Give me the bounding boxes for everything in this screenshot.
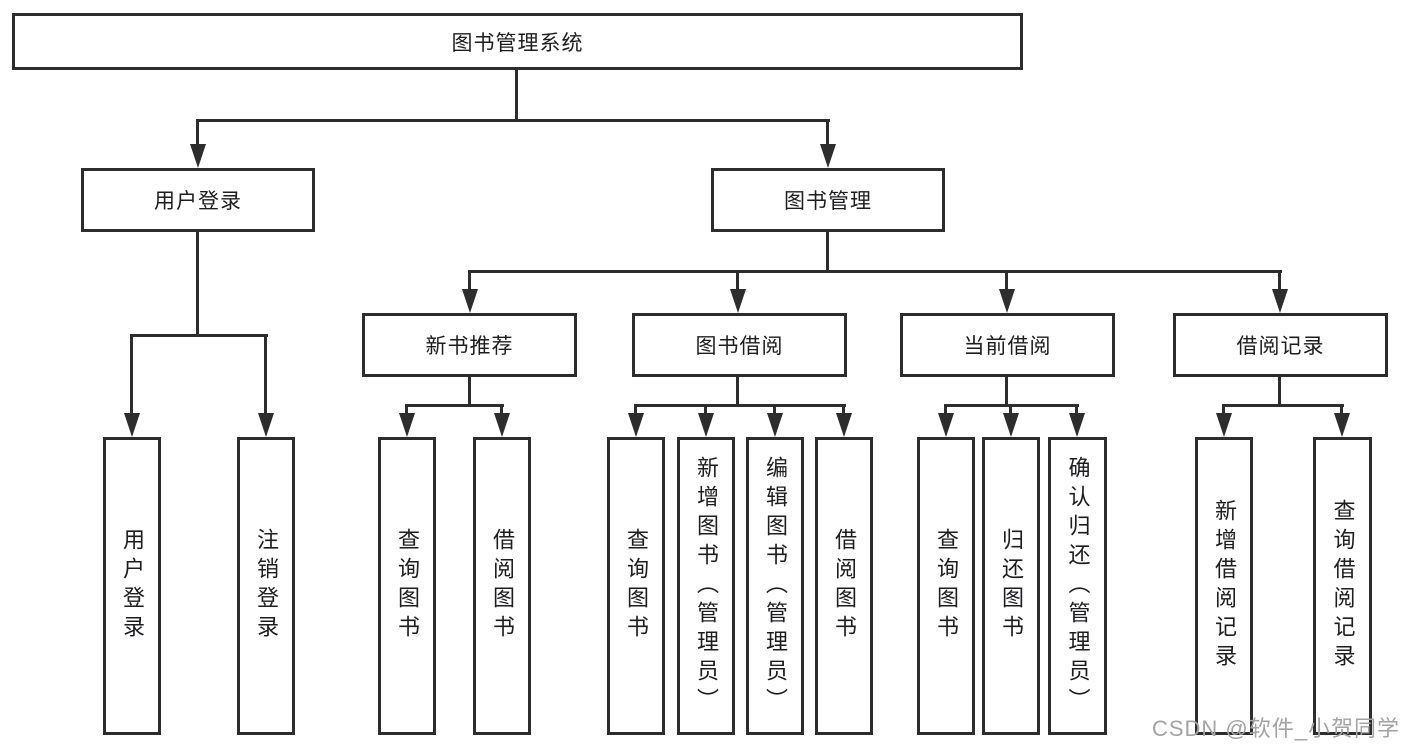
arrowhead-down-icon	[820, 144, 836, 168]
connector-borrowrecord-bus	[1222, 404, 1344, 407]
connector-drop	[773, 404, 776, 418]
connector-drop	[1005, 270, 1008, 292]
connector-bookmgmt-stub	[826, 232, 829, 271]
arrowhead-down-icon	[836, 413, 852, 437]
connector-root-stub	[515, 70, 518, 120]
leaf-query-books-1: 查询图书	[378, 437, 436, 735]
arrowhead-down-icon	[767, 413, 783, 437]
connector-bookborrow-bus	[634, 404, 846, 407]
connector-borrowrecord-stub	[1278, 377, 1281, 405]
connector-drop	[130, 334, 133, 418]
arrowhead-down-icon	[462, 289, 478, 313]
arrowhead-down-icon	[494, 413, 510, 437]
node-root: 图书管理系统	[12, 13, 1023, 70]
connector-userlogin-bus	[130, 334, 268, 337]
arrowhead-down-icon	[1216, 413, 1232, 437]
connector-drop	[1222, 404, 1225, 418]
arrowhead-down-icon	[1069, 413, 1085, 437]
leaf-user-login: 用户登录	[103, 437, 161, 735]
connector-drop	[468, 270, 471, 292]
leaf-edit-books-admin: 编辑图书（管理员）	[746, 437, 804, 735]
connector-newbook-stub	[468, 377, 471, 405]
leaf-confirm-return-admin: 确认归还（管理员）	[1048, 437, 1107, 735]
connector-userlogin-stub	[196, 232, 199, 335]
leaf-borrow-books-1: 借阅图书	[473, 437, 531, 735]
watermark: CSDN @软件_小贺同学	[1151, 716, 1400, 741]
arrowhead-down-icon	[730, 289, 746, 313]
arrowhead-down-icon	[999, 289, 1015, 313]
leaf-borrow-books-2: 借阅图书	[815, 437, 873, 735]
connector-drop	[264, 334, 267, 418]
leaf-query-books-2: 查询图书	[607, 437, 665, 735]
connector-drop	[704, 404, 707, 418]
leaf-query-books-3: 查询图书	[917, 437, 975, 735]
connector-drop	[1340, 404, 1343, 418]
leaf-add-books-admin: 新增图书（管理员）	[677, 437, 735, 735]
arrowhead-down-icon	[399, 413, 415, 437]
connector-root-bus	[196, 119, 830, 122]
node-book-borrow: 图书借阅	[632, 313, 847, 377]
connector-bookmgmt-bus	[468, 270, 1282, 273]
leaf-query-borrow-record: 查询借阅记录	[1313, 437, 1372, 735]
arrowhead-down-icon	[698, 413, 714, 437]
leaf-return-books: 归还图书	[982, 437, 1040, 735]
connector-bookborrow-stub	[736, 377, 739, 405]
arrowhead-down-icon	[1334, 413, 1350, 437]
leaf-logout: 注销登录	[237, 437, 295, 735]
connector-drop	[196, 119, 199, 147]
connector-drop	[826, 119, 829, 147]
node-new-book-recommend: 新书推荐	[362, 313, 577, 377]
connector-drop	[736, 270, 739, 292]
leaf-add-borrow-record: 新增借阅记录	[1195, 437, 1253, 735]
arrowhead-down-icon	[258, 413, 274, 437]
connector-drop	[634, 404, 637, 418]
node-user-login: 用户登录	[81, 168, 315, 232]
connector-newbook-bus	[405, 404, 504, 407]
arrowhead-down-icon	[1272, 289, 1288, 313]
arrowhead-down-icon	[938, 413, 954, 437]
connector-drop	[1278, 270, 1281, 292]
connector-currentborrow-stub	[1005, 377, 1008, 405]
arrowhead-down-icon	[1003, 413, 1019, 437]
node-book-management: 图书管理	[711, 168, 945, 232]
node-borrow-record: 借阅记录	[1173, 313, 1388, 377]
node-current-borrow: 当前借阅	[900, 313, 1115, 377]
connector-drop	[405, 404, 408, 418]
connector-drop	[842, 404, 845, 418]
arrowhead-down-icon	[628, 413, 644, 437]
connector-drop	[1075, 404, 1078, 418]
connector-drop	[944, 404, 947, 418]
arrowhead-down-icon	[190, 144, 206, 168]
arrowhead-down-icon	[124, 413, 140, 437]
connector-drop	[500, 404, 503, 418]
connector-drop	[1009, 404, 1012, 418]
